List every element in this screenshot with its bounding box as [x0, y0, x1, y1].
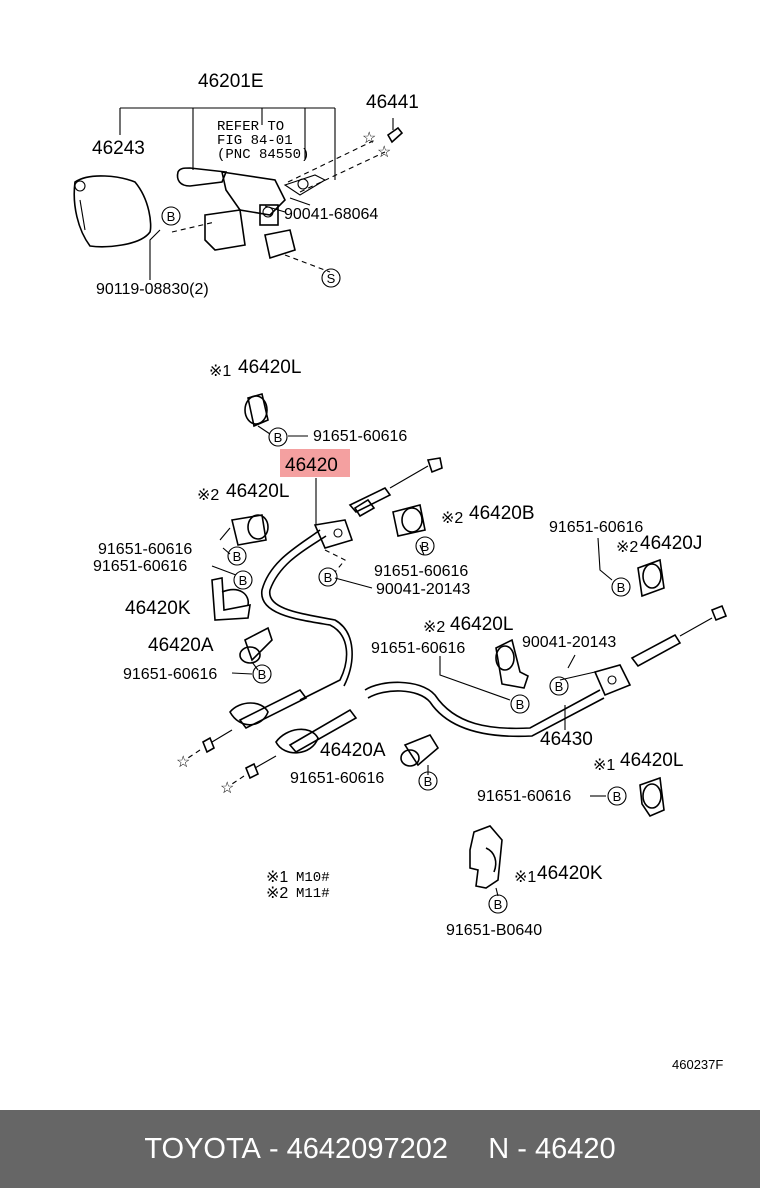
bolt-marker: [488, 894, 508, 914]
svg-text:B: B: [424, 774, 433, 789]
svg-text:B: B: [617, 580, 626, 595]
label-91651-60616[interactable]: 91651-60616: [93, 558, 187, 575]
footer-bar: TOYOTA - 4642097202 N - 46420: [0, 1110, 760, 1188]
label-46420L-right[interactable]: 46420L: [620, 750, 683, 771]
label-46420B[interactable]: 46420B: [469, 503, 535, 524]
star-marker: ☆: [362, 130, 376, 147]
footer-separator-2: -: [509, 1132, 535, 1165]
label-91651-60616[interactable]: 91651-60616: [290, 770, 384, 787]
ref2-marker: ※2: [423, 619, 445, 636]
bolt-marker: [418, 771, 438, 791]
svg-text:B: B: [555, 679, 564, 694]
bolt-marker: [252, 664, 272, 684]
footer-brand: TOYOTA: [144, 1132, 261, 1165]
footer-gap: [448, 1133, 488, 1166]
ref1-marker: ※1: [266, 869, 288, 886]
ref1-marker: ※1: [209, 363, 231, 380]
part-labels: 46201E 46441 46243 REFER TO FIG 84-01 (P…: [92, 71, 723, 1072]
label-46420K-left[interactable]: 46420K: [125, 598, 191, 619]
footer-n-label: N: [488, 1132, 510, 1165]
bolt-marker: [549, 676, 569, 696]
ref2-marker: ※2: [441, 510, 463, 527]
ref1-marker: ※1: [514, 869, 536, 886]
footer-part-number: 4642097202: [286, 1132, 448, 1165]
ref2-marker: ※2: [616, 539, 638, 556]
bolt-marker: [318, 567, 338, 587]
label-91651-60616[interactable]: 91651-60616: [477, 788, 571, 805]
clamps-group: [211, 392, 665, 897]
console-cover-shape: [73, 175, 152, 248]
ref1-marker: ※1: [593, 757, 615, 774]
label-91651-60616[interactable]: 91651-60616: [123, 666, 217, 683]
label-91651-60616[interactable]: 91651-60616: [98, 541, 192, 558]
refer-line-1: REFER TO: [217, 119, 284, 135]
label-46420L-mid[interactable]: 46420L: [450, 614, 513, 635]
label-91651-B0640[interactable]: 91651-B0640: [446, 922, 542, 939]
label-46243[interactable]: 46243: [92, 138, 145, 159]
label-90041-68064[interactable]: 90041-68064: [284, 206, 378, 223]
figure-code: 460237F: [672, 1057, 723, 1072]
svg-text:B: B: [258, 667, 267, 682]
star-marker: ☆: [220, 780, 234, 797]
bolt-marker: [233, 570, 253, 590]
parts-diagram: ☆ ☆ ☆ ☆: [73, 71, 728, 1072]
svg-text:B: B: [516, 697, 525, 712]
bolt-marker: [161, 206, 181, 226]
label-46420L-top[interactable]: 46420L: [238, 357, 301, 378]
label-46430[interactable]: 46430: [540, 729, 593, 750]
label-46420A-mid[interactable]: 46420A: [320, 740, 386, 761]
bolt-marker: [227, 546, 247, 566]
svg-text:B: B: [324, 570, 333, 585]
label-90119-08830[interactable]: 90119-08830(2): [96, 281, 209, 298]
leader-lines: [211, 435, 613, 797]
ref2-marker: ※2: [197, 487, 219, 504]
refer-line-3: (PNC 84550): [217, 147, 309, 163]
svg-text:S: S: [327, 271, 336, 286]
svg-text:B: B: [494, 897, 503, 912]
svg-text:B: B: [239, 573, 248, 588]
label-46201E[interactable]: 46201E: [198, 71, 264, 92]
fastener-markers: B S B B B B B B B B B B B B: [161, 206, 631, 914]
label-90041-20143[interactable]: 90041-20143: [376, 581, 470, 598]
star-marker: ☆: [176, 754, 190, 771]
clamp-46420L: [247, 392, 269, 428]
bolt-marker: [268, 427, 288, 447]
label-46420[interactable]: 46420: [285, 455, 338, 476]
svg-text:B: B: [233, 549, 242, 564]
front-cable-group: ☆ ☆: [176, 457, 443, 797]
ref2-marker: ※2: [266, 885, 288, 902]
svg-text:B: B: [613, 789, 622, 804]
screw-marker: [321, 268, 341, 288]
label-91651-60616[interactable]: 91651-60616: [549, 519, 643, 536]
label-46420L-2[interactable]: 46420L: [226, 481, 289, 502]
star-marker: ☆: [377, 144, 391, 161]
label-46441[interactable]: 46441: [366, 92, 419, 113]
bolt-marker: [611, 577, 631, 597]
label-91651-60616[interactable]: 91651-60616: [371, 640, 465, 657]
svg-text:B: B: [167, 209, 176, 224]
bolt-marker: [415, 536, 435, 556]
svg-text:B: B: [274, 430, 283, 445]
bolt-marker: [607, 786, 627, 806]
label-90041-20143[interactable]: 90041-20143: [522, 634, 616, 651]
parking-brake-lever-group: ☆ ☆: [73, 107, 404, 280]
highlight-box: [280, 449, 350, 477]
label-91651-60616[interactable]: 91651-60616: [374, 563, 468, 580]
footer-n-value: 46420: [535, 1132, 616, 1165]
refer-line-2: FIG 84-01: [217, 133, 293, 149]
footer-separator: -: [260, 1132, 287, 1165]
label-46420A-left[interactable]: 46420A: [148, 635, 214, 656]
label-91651-60616[interactable]: 91651-60616: [313, 428, 407, 445]
svg-text:B: B: [421, 539, 430, 554]
note-m11: M11#: [296, 886, 330, 902]
label-46420J[interactable]: 46420J: [640, 533, 702, 554]
rear-cable-group: [364, 604, 728, 738]
bolt-marker: [510, 694, 530, 714]
label-46420K-right[interactable]: 46420K: [537, 863, 603, 884]
note-m10: M10#: [296, 870, 330, 886]
